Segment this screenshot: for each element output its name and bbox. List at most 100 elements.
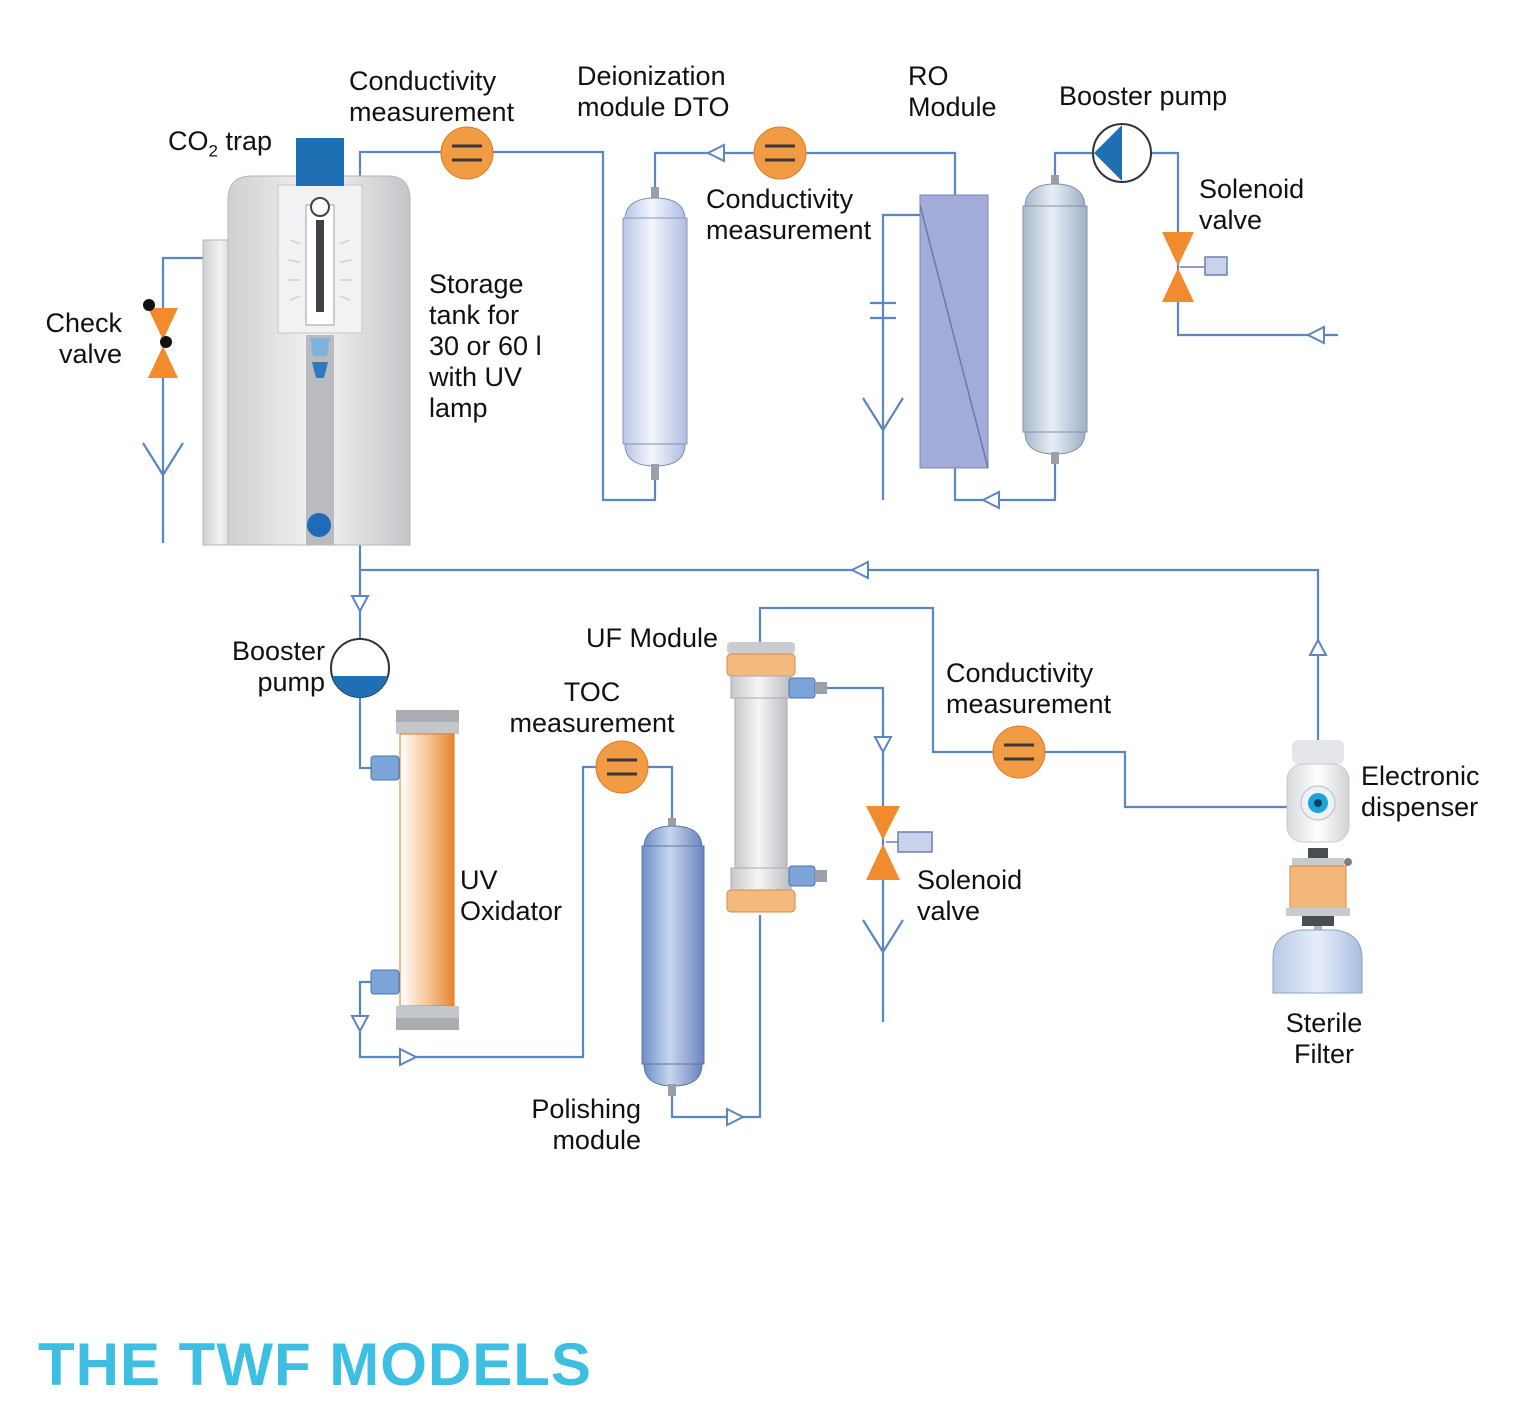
pipe-ro-drain <box>881 213 920 500</box>
label-solenoid-bottom: Solenoid valve <box>917 865 1023 926</box>
drain-funnel-icon <box>862 919 904 955</box>
toc-meter-icon <box>595 740 649 794</box>
co2-prefix: CO <box>168 126 209 156</box>
uf-bottom-band <box>726 889 796 913</box>
polishing-module <box>641 818 705 1096</box>
polishing-top-cap <box>643 825 703 849</box>
pump-fill <box>332 676 388 698</box>
storage-tank <box>202 138 411 546</box>
drain-funnel-icon <box>142 442 184 478</box>
prefilter-top-cap <box>1024 183 1086 209</box>
uv-lamp-cap <box>310 197 330 217</box>
label-uv-oxidator: UV Oxidator <box>460 865 563 926</box>
pipe-ro-return <box>953 462 1057 502</box>
conductivity-meter-icon <box>440 126 494 180</box>
level-sensor <box>307 513 331 537</box>
deionization-module <box>622 187 688 480</box>
nozzle <box>310 338 330 356</box>
actuator <box>897 831 933 853</box>
solenoid-valve-lower <box>866 844 900 880</box>
dispenser-top <box>1292 740 1344 764</box>
nozzle-tip <box>312 362 328 378</box>
flow-arrow <box>726 1107 746 1127</box>
uv-outlet-port <box>370 969 400 995</box>
uf-top-band <box>726 653 796 677</box>
pipe-uv-to-polishing <box>358 765 674 1059</box>
prefilter-body <box>1022 205 1088 433</box>
solenoid-valve-top <box>1162 232 1228 302</box>
flow-arrow <box>350 1015 370 1034</box>
pipe-check-valve <box>161 256 205 543</box>
flow-arrow <box>399 1047 419 1067</box>
flow-arrow <box>980 490 1000 510</box>
conductivity-meter-bottom <box>992 725 1046 779</box>
label-ro-module: RO Module <box>908 61 997 122</box>
uf-top-collar <box>730 675 792 699</box>
flow-arrow <box>849 560 869 580</box>
polishing-top-port <box>668 818 676 830</box>
label-storage-tank: Storage tank for 30 or 60 l with UV lamp <box>429 269 542 423</box>
uv-inlet-port <box>370 755 400 781</box>
dto-bottom-port <box>651 464 659 480</box>
uv-bottom-flange-2 <box>396 1018 459 1030</box>
uv-top-flange <box>396 710 459 722</box>
uv-oxidator <box>370 710 459 1030</box>
uf-bottom-collar <box>730 867 792 891</box>
conductivity-meter-mid <box>753 126 807 180</box>
actuator <box>1204 256 1228 276</box>
filter-housing <box>1289 865 1347 911</box>
meters <box>440 126 1046 794</box>
pipe-tank-to-dto <box>358 150 657 502</box>
uv-top-flange-2 <box>396 722 459 734</box>
label-polishing-module: Polishing module <box>531 1094 641 1155</box>
valve-lower <box>148 346 178 378</box>
dto-top-cap <box>624 197 686 221</box>
flow-arrow <box>1305 325 1325 345</box>
filter-bell <box>1272 929 1363 994</box>
conductivity-meter-icon <box>992 725 1046 779</box>
sterile-filter <box>1272 848 1363 994</box>
check-dot <box>160 336 172 348</box>
label-conductivity-bottom: Conductivity measurement <box>946 658 1112 719</box>
polishing-bottom-cap <box>643 1063 703 1087</box>
co2-suffix: trap <box>217 126 272 156</box>
prefilter-bottom-cap <box>1024 431 1086 455</box>
pipe-uf-to-dispenser <box>758 606 1290 809</box>
dto-body <box>622 217 688 445</box>
flow-arrow <box>873 736 893 755</box>
conductivity-meter-icon <box>753 126 807 180</box>
label-sterile-filter: Sterile Filter <box>1285 1008 1363 1069</box>
solenoid-valve-bottom <box>866 806 933 880</box>
uv-body <box>399 733 455 1007</box>
label-electronic-dispenser: Electronic dispenser <box>1361 761 1480 822</box>
valve-upper <box>148 308 178 340</box>
label-conductivity-top: Conductivity measurement <box>349 66 515 127</box>
electronic-dispenser <box>1286 740 1350 843</box>
uf-lower-port <box>788 865 816 887</box>
footer-title: THE TWF MODELS <box>38 1331 592 1398</box>
pipe-polishing-to-uf <box>670 915 762 1119</box>
check-dot <box>143 299 155 311</box>
booster-pump-bottom <box>330 638 390 698</box>
solenoid-valve-icon <box>866 806 900 840</box>
drains <box>142 397 904 955</box>
uf-module <box>726 642 827 913</box>
uf-body <box>734 697 788 869</box>
ro-module <box>919 194 989 469</box>
uf-top-rim <box>727 642 795 654</box>
label-toc-measurement: TOC measurement <box>509 677 675 738</box>
label-solenoid-top: Solenoid valve <box>1199 174 1305 235</box>
dto-bottom-cap <box>624 443 686 467</box>
conductivity-meter-top <box>440 126 494 180</box>
pipe-uf-drain <box>825 686 885 1022</box>
flow-arrow <box>1308 637 1328 656</box>
toc-meter <box>595 740 649 794</box>
uf-upper-nozzle <box>815 682 827 694</box>
prefilter-top-port <box>1051 175 1059 187</box>
drain-funnel-icon <box>862 397 904 433</box>
prefilter-bottom-port <box>1051 452 1059 464</box>
pipes <box>161 150 1338 1119</box>
filter-coupler <box>1308 848 1328 858</box>
polishing-body <box>641 845 705 1065</box>
ro-membrane <box>919 204 989 469</box>
